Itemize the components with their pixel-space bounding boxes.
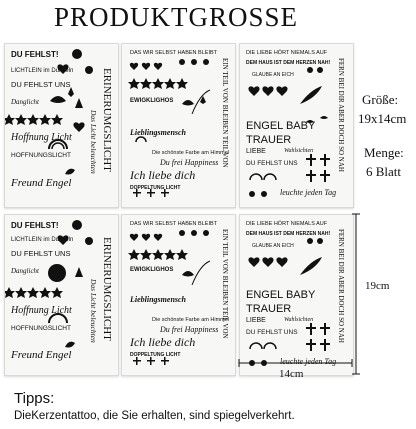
sheet-text: Lieblingsmensch xyxy=(130,128,187,137)
sheet-text: Wahlsichten xyxy=(284,317,314,323)
sheet-text: EWIGKLIGHOS xyxy=(130,98,174,104)
tattoo-sheet-6: DIE LIEBE HÖRT NIEMALS AUF DEM HAUS IST … xyxy=(239,214,354,376)
sheet-text: ENGEL BABY xyxy=(246,289,316,301)
size-label: Größe: xyxy=(362,92,399,107)
sheet-text: Danglicht xyxy=(11,98,39,106)
sheet-text: DU FEHLST UNS xyxy=(246,329,298,336)
vertical-text: ERINERUMGSLICHT xyxy=(101,68,113,172)
tips-text: DieKerzentattoo, die Sie erhalten, sind … xyxy=(14,410,295,422)
sheet-text: Lieblingsmensch xyxy=(130,295,187,304)
sheet-text: LIEBE xyxy=(246,148,266,155)
sheet-text: Hoffnung Licht xyxy=(11,132,72,143)
tattoo-sheet-2: DAS WIR SELBST HABEN BLEIBT EWIGKLIGHOS … xyxy=(121,43,236,208)
sheet-text: leuchte jeden Tag xyxy=(280,188,337,197)
sheet-text: Wahlsichten xyxy=(284,148,314,154)
tattoo-icons xyxy=(248,238,330,366)
sheet-text: DIE LIEBE HÖRT NIEMALS AUF xyxy=(246,221,328,227)
sheet-text: DOPPELTUNG LICHT xyxy=(130,185,181,191)
tattoo-icons xyxy=(5,49,93,175)
tattoo-sheet-5: DAS WIR SELBST HABEN BLEIBT EWIGKLIGHOS … xyxy=(121,214,236,376)
sheet-text: DIE LIEBE HÖRT NIEMALS AUF xyxy=(246,50,328,56)
tattoo-sheet-1: DU FEHLST! LICHTLEIN im Dunkeln DU FEHLS… xyxy=(4,43,119,208)
sheet-text: Du frei Happiness xyxy=(160,158,219,167)
size-value: 19x14cm xyxy=(358,111,407,126)
vertical-text: FERN BEI DIR ABER DOCH SO NAH xyxy=(337,229,345,343)
sheet-text: DAS WIR SELBST HABEN BLEIBT xyxy=(130,50,218,56)
sheet-text: Freund Engel xyxy=(11,177,72,189)
height-measure: 19cm xyxy=(365,280,390,292)
sheet-text: leuchte jeden Tag xyxy=(280,357,337,366)
quantity-value: 6 Blatt xyxy=(366,164,402,179)
sheet-text: DEM HAUS IST DEM HERZEN NAH! xyxy=(246,60,331,66)
tattoo-sheet-3: DIE LIEBE HÖRT NIEMALS AUF DEM HAUS IST … xyxy=(239,43,354,208)
sheet-text: EWIGKLIGHOS xyxy=(130,267,174,273)
tips-heading: Tipps: xyxy=(14,390,55,407)
vertical-text: EIN TEIL VON BLEIBEN TEIL VON xyxy=(221,229,229,339)
vertical-text: Das Licht beleuchten xyxy=(89,110,98,174)
sheet-text: GLAUBE AN EICH xyxy=(252,243,294,249)
tattoo-icons xyxy=(128,59,211,197)
vertical-text: Das Licht beleuchten xyxy=(89,279,98,343)
sheet-text: HOFFNUNGSLICHT xyxy=(11,152,71,159)
tattoo-icons xyxy=(5,220,93,348)
sheet-text: Ich liebe dich xyxy=(130,335,196,349)
page-title: PRODUKTGROSSE xyxy=(53,2,299,32)
sheet-text: HOFFNUNGSLICHT xyxy=(11,325,71,332)
tattoo-icons xyxy=(128,230,211,365)
sheet-text: DOPPELTUNG LICHT xyxy=(130,352,181,358)
sheet-text: LICHTLEIN im Dunkeln xyxy=(11,68,74,74)
vertical-text: ERINERUMGSLICHT xyxy=(101,237,113,341)
sheet-text: Die schönste Farbe am Himmel xyxy=(152,150,230,156)
sheet-text: Hoffnung Licht xyxy=(11,305,72,316)
sheet-text: TRAUER xyxy=(246,303,292,315)
sheet-text: DEM HAUS IST DEM HERZEN NAH! xyxy=(246,231,331,237)
vertical-text: FERN BEI DIR ABER DOCH SO NAH xyxy=(337,58,345,172)
width-measure: 14cm xyxy=(279,368,304,380)
sheet-text: GLAUBE AN EICH xyxy=(252,72,294,78)
vertical-text: EIN TEIL VON BLEIBEN TEIL VON xyxy=(221,58,229,168)
sheet-text: Danglicht xyxy=(11,267,39,275)
sheet-text: TRAUER xyxy=(246,134,292,146)
sheet-text: DU FEHLST UNS xyxy=(11,249,71,258)
sheet-text: Freund Engel xyxy=(11,349,72,361)
tattoo-sheet-4: DU FEHLST! LICHTLEIN im Dunkeln DU FEHLS… xyxy=(4,214,119,376)
sheet-text: Du frei Happiness xyxy=(160,325,219,334)
sheet-text: ENGEL BABY xyxy=(246,120,316,132)
sheet-text: DU FEHLST! xyxy=(11,50,59,59)
sheet-text: DU FEHLST! xyxy=(11,221,59,230)
tattoo-icons xyxy=(248,67,330,197)
sheet-text: LICHTLEIN im Dunkeln xyxy=(11,237,74,243)
sheet-text: Die schönste Farbe am Himmel xyxy=(152,317,230,323)
sheet-text: Ich liebe dich xyxy=(130,168,196,182)
sheet-text: DAS WIR SELBST HABEN BLEIBT xyxy=(130,221,218,227)
sheet-text: LIEBE xyxy=(246,317,266,324)
sheet-text: DU FEHLST UNS xyxy=(246,160,298,167)
sheet-text: DU FEHLST UNS xyxy=(11,80,71,89)
quantity-label: Menge: xyxy=(364,145,404,160)
